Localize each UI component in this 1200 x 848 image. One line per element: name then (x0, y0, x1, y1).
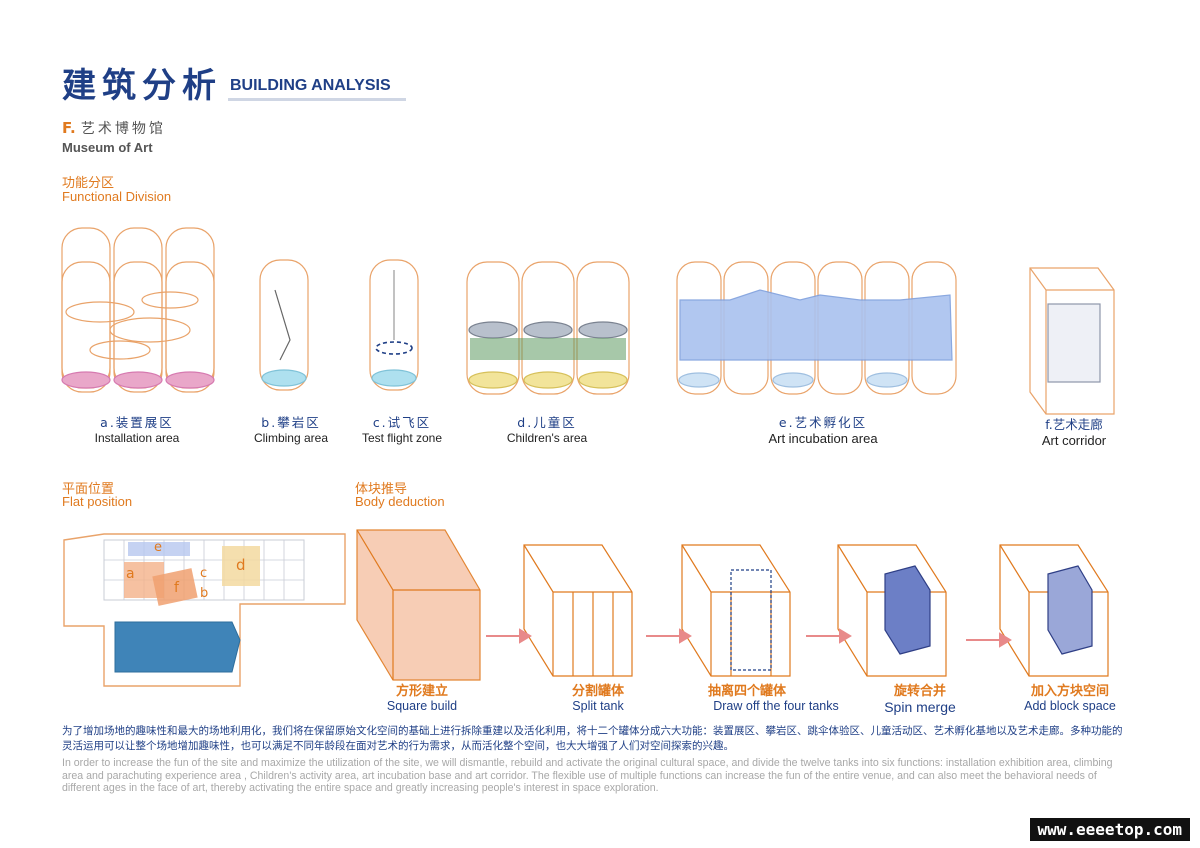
body-title-cn: 体块推导 (355, 482, 408, 497)
title-underline (228, 98, 406, 101)
area-label-f: f.艺术走廊 Art corridor (1041, 417, 1107, 448)
area-label-b: b.攀岩区 Climbing area (253, 415, 329, 445)
body-title-en: Body deduction (355, 494, 445, 509)
functional-division-illustration (61, 227, 1115, 415)
page-title-en: BUILDING ANALYSIS (230, 77, 391, 94)
step-label-5: 加入方块空间 Add block space (1024, 684, 1116, 713)
area-label-d: d.儿童区 Children's area (506, 415, 588, 445)
area-label-e: e.艺术孵化区 Art incubation area (768, 415, 878, 446)
description-cn: 为了增加场地的趣味性和最大的场地利用化，我们将在保留原始文化空间的基础上进行拆除… (62, 725, 1123, 752)
step-label-1: 方形建立 Square build (386, 684, 458, 713)
step-label-3: 抽离四个罐体 Draw off the four tanks (708, 684, 839, 713)
installation-area-tanks (61, 227, 215, 393)
plan-marker-e: e (154, 540, 162, 555)
step-label-2: 分割罐体 Split tank (571, 684, 624, 713)
section-title-cn: 艺术博物馆 (80, 121, 166, 137)
flat-title-en: Flat position (62, 494, 133, 509)
section-title-en: Museum of Art (62, 140, 153, 155)
plan-marker-f: f (174, 580, 179, 596)
area-label-a: a.装置展区 Installation area (94, 415, 180, 445)
description-en: In order to increase the fun of the site… (62, 757, 1113, 794)
area-label-c: c.试飞区 Test flight zone (361, 415, 443, 445)
step-label-4: 旋转合并 Spin merge (884, 684, 956, 715)
flat-title-cn: 平面位置 (62, 482, 115, 497)
plan-marker-a: a (126, 566, 135, 582)
watermark: www.eeeetop.com (1029, 818, 1190, 841)
functional-title-en: Functional Division (62, 189, 172, 204)
plan-marker-c: c (200, 566, 208, 581)
plan-marker-d: d (236, 556, 246, 574)
functional-title-cn: 功能分区 (62, 176, 115, 191)
plan-marker-b: b (200, 586, 209, 601)
section-letter: F. (62, 119, 76, 137)
page-title-cn: 建筑分析 (62, 66, 222, 106)
section-heading: F. 艺术博物馆 (62, 118, 166, 138)
